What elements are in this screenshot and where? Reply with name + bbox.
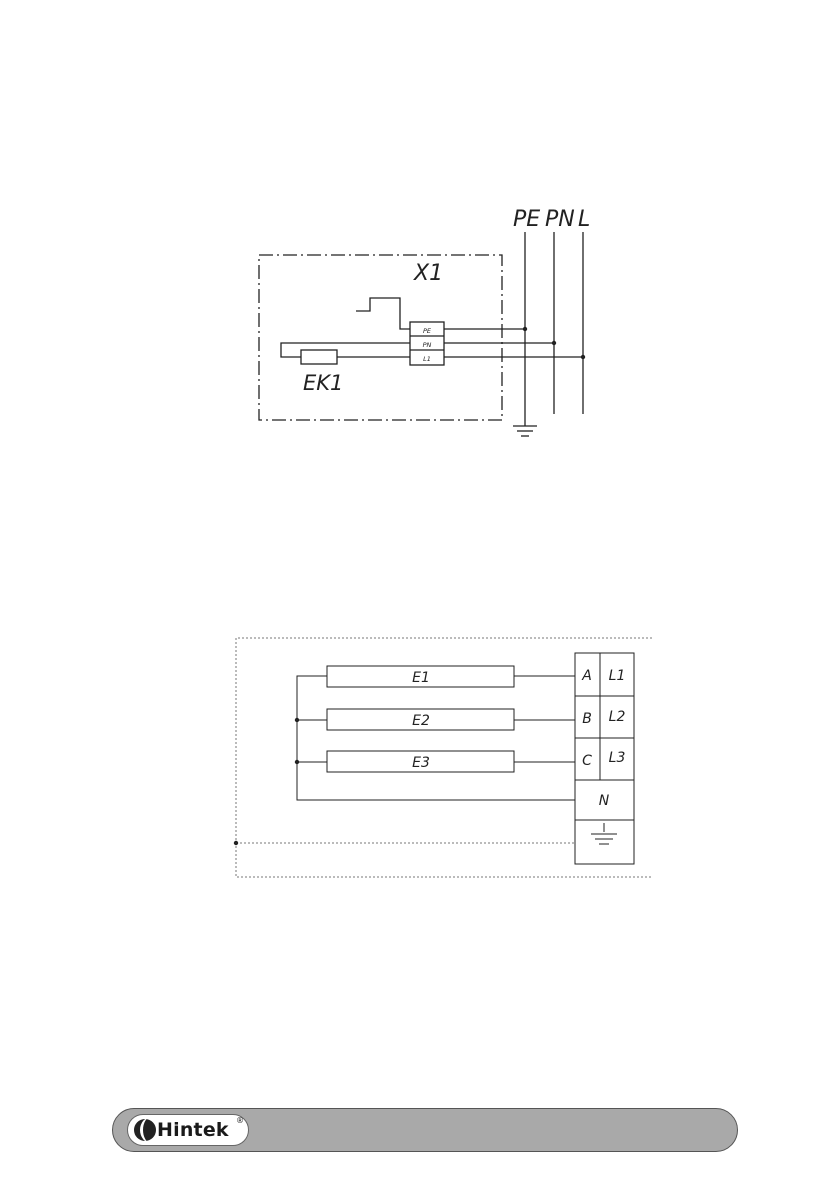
star-junction-dots xyxy=(234,718,299,845)
heater-ek1-element xyxy=(301,350,337,364)
phase-label-a: A xyxy=(581,668,592,684)
phase-label-l3: L3 xyxy=(609,750,626,766)
ground-symbol-icon xyxy=(513,426,537,436)
logo-text: Hintek xyxy=(157,1119,229,1141)
enclosure-label-x1: X1 xyxy=(413,261,443,286)
element-label-e1: E1 xyxy=(412,670,430,686)
registered-mark: ® xyxy=(236,1116,244,1125)
heater-label-ek1: EK1 xyxy=(303,371,343,395)
terminal-label-l1: L1 xyxy=(423,355,431,363)
phase-label-b: B xyxy=(582,711,592,727)
element-label-e3: E3 xyxy=(412,755,430,771)
hintek-logo[interactable]: Hintek ® xyxy=(127,1114,249,1146)
hintek-swoosh-icon xyxy=(134,1119,156,1141)
neutral-label-n: N xyxy=(599,793,610,809)
terminal-label-pn: PN xyxy=(423,341,432,349)
neutral-bus-wire xyxy=(297,676,575,800)
bus-label-pn: PN xyxy=(545,207,575,232)
element-label-e2: E2 xyxy=(412,713,430,729)
enclosure-x1-boundary xyxy=(259,255,502,420)
bus-label-pe: PE xyxy=(513,207,540,232)
footer-bar: Hintek ® xyxy=(112,1108,738,1152)
phase-label-l2: L2 xyxy=(609,709,626,725)
phase-label-c: C xyxy=(582,753,592,769)
pe-housing-link xyxy=(356,298,410,329)
bus-label-l: L xyxy=(578,207,590,232)
terminal-label-pe: PE xyxy=(423,327,432,335)
phase-label-l1: L1 xyxy=(609,668,626,684)
